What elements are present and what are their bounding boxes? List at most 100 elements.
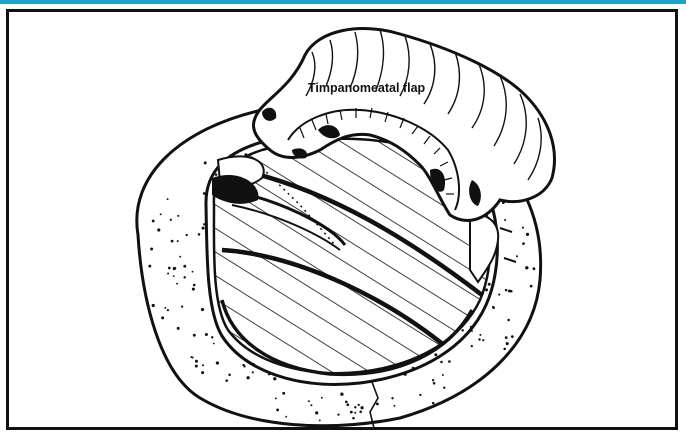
bone-speckle <box>160 213 162 215</box>
bone-speckle <box>216 361 219 364</box>
bone-speckle <box>179 256 181 258</box>
bone-speckle <box>488 283 491 286</box>
bone-speckle <box>183 276 185 278</box>
bone-speckle <box>503 348 506 351</box>
bone-speckle <box>243 365 245 367</box>
bone-speckle <box>161 316 164 319</box>
bone-speckle <box>448 360 451 363</box>
bone-speckle <box>433 382 436 385</box>
bone-speckle <box>505 336 508 339</box>
bone-speckle <box>310 404 312 406</box>
bone-speckle <box>525 266 528 269</box>
bone-speckle <box>340 393 343 396</box>
bone-speckle <box>202 364 204 366</box>
bone-speckle <box>201 371 204 374</box>
bone-speckle <box>526 233 529 236</box>
bone-speckle <box>204 161 207 164</box>
bone-speckle <box>176 283 178 285</box>
bone-speckle <box>360 406 363 409</box>
bone-speckle <box>337 414 339 416</box>
bone-speckle <box>171 240 174 243</box>
bone-speckle <box>273 377 276 380</box>
bone-speckle <box>164 307 166 309</box>
bone-speckle <box>354 406 356 408</box>
bone-speckle <box>152 220 155 223</box>
bone-speckle <box>181 305 183 307</box>
bone-speckle <box>419 394 421 396</box>
bone-speckle <box>177 215 179 217</box>
bone-speckle <box>505 289 508 292</box>
bone-speckle <box>170 219 172 221</box>
bone-speckle <box>498 294 500 296</box>
bone-speckle <box>168 267 171 270</box>
bone-speckle <box>150 248 153 251</box>
bone-speckle <box>183 265 186 268</box>
bone-speckle <box>285 416 287 418</box>
bone-speckle <box>319 419 321 421</box>
bone-speckle <box>479 334 481 336</box>
bone-speckle <box>205 333 208 336</box>
bone-speckle <box>275 397 277 399</box>
bone-speckle <box>359 411 362 414</box>
bone-speckle <box>167 198 169 200</box>
bone-speckle <box>350 411 353 414</box>
bone-speckle <box>192 288 195 291</box>
bone-speckle <box>471 345 473 347</box>
bone-speckle <box>522 227 524 229</box>
bone-speckle <box>282 392 285 395</box>
bone-speckle <box>201 308 204 311</box>
bone-speckle <box>443 387 445 389</box>
bone-speckle <box>193 284 196 287</box>
bone-speckle <box>213 343 215 345</box>
bone-speckle <box>511 335 514 338</box>
bone-speckle <box>173 275 175 277</box>
bone-speckle <box>157 228 160 231</box>
bone-speckle <box>358 404 360 406</box>
bone-speckle <box>485 288 488 291</box>
bone-speckle <box>434 353 437 356</box>
bone-speckle <box>225 379 228 382</box>
bone-speckle <box>352 417 355 420</box>
bone-speckle <box>202 227 205 230</box>
bone-speckle <box>506 342 509 345</box>
bone-speckle <box>193 334 196 337</box>
bone-speckle <box>195 360 198 363</box>
bone-speckle <box>195 365 198 368</box>
bone-speckle <box>321 397 323 399</box>
bone-speckle <box>492 306 494 308</box>
bone-speckle <box>507 319 510 322</box>
bone-speckle <box>346 403 349 406</box>
bone-speckle <box>393 405 395 407</box>
bone-speckle <box>167 309 169 311</box>
bone-speckle <box>482 339 484 341</box>
bone-speckle <box>315 411 318 414</box>
bone-speckle <box>354 412 356 414</box>
bone-speckle <box>276 408 279 411</box>
bone-speckle <box>432 402 435 405</box>
bone-speckle <box>174 267 176 269</box>
bone-speckle <box>478 338 480 340</box>
bone-speckle <box>504 219 506 221</box>
bone-speckle <box>186 234 188 236</box>
bone-speckle <box>308 400 310 402</box>
bone-speckle <box>152 304 155 307</box>
bone-speckle <box>376 402 379 405</box>
bone-speckle <box>192 271 194 273</box>
bone-speckle <box>246 376 249 379</box>
bone-speckle <box>190 356 192 358</box>
bone-speckle <box>252 371 254 373</box>
bone-speckle <box>530 285 533 288</box>
bone-speckle <box>461 329 463 331</box>
bone-speckle <box>345 400 348 403</box>
bone-speckle <box>432 379 434 381</box>
bone-speckle <box>516 255 518 257</box>
bone-speckle <box>198 233 201 236</box>
bone-speckle <box>391 397 393 399</box>
bone-speckle <box>508 290 511 293</box>
bone-speckle <box>442 374 444 376</box>
bone-speckle <box>167 273 169 275</box>
bone-speckle <box>228 373 231 376</box>
bone-speckle <box>522 242 525 245</box>
